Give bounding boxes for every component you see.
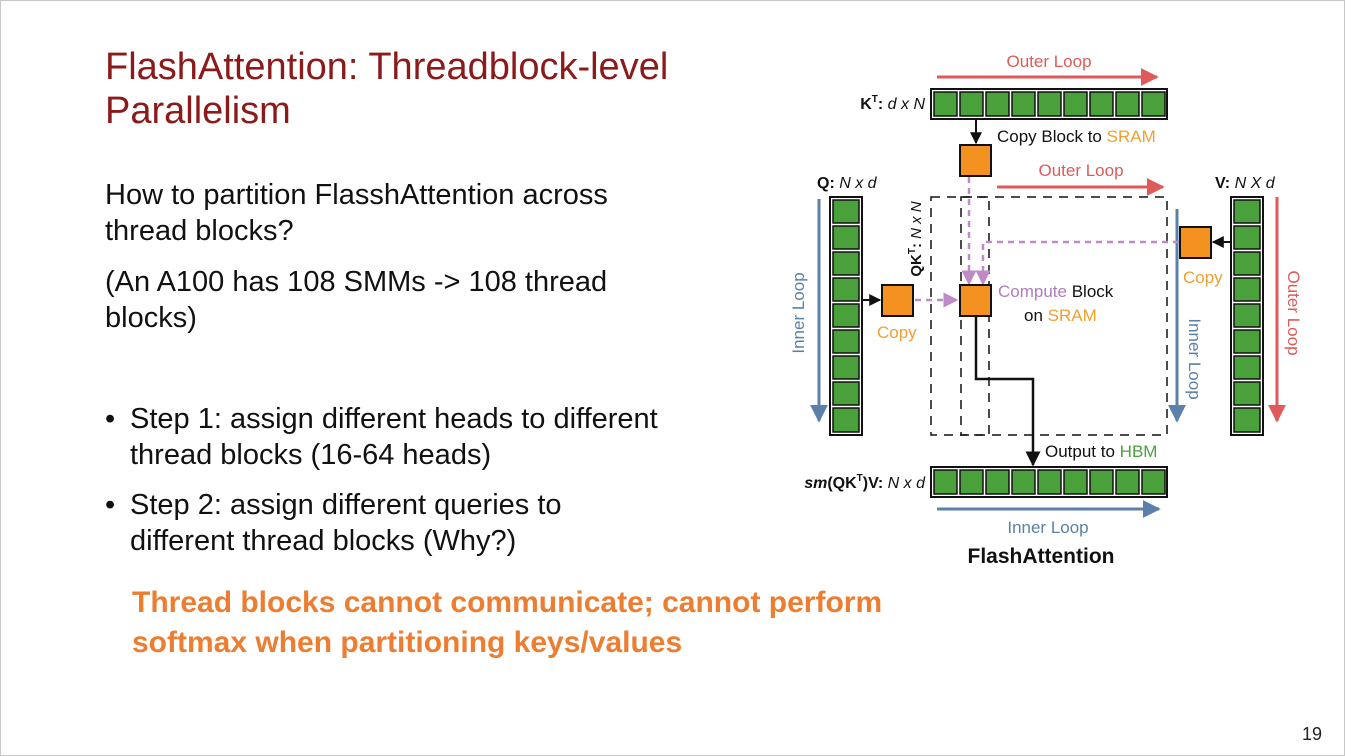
output-to-hbm-label: Output to HBM (1045, 442, 1157, 461)
kt-sram-block (959, 144, 992, 177)
diagram-caption: FlashAttention (968, 545, 1115, 568)
on-sram-label: on SRAM (1024, 306, 1097, 325)
q-label: Q: N x d (817, 175, 878, 192)
v-sram-block (1179, 226, 1212, 259)
output-block-row (930, 466, 1168, 498)
bullet-dot: • (105, 403, 116, 435)
bullet-1-line-2: thread blocks (16-64 heads) (130, 439, 492, 471)
answer-text: Thread blocks cannot communicate; cannot… (132, 583, 1032, 663)
v-block-column (1230, 196, 1264, 436)
question-text: How to partition FlasshAttention across … (105, 177, 765, 249)
bullet-dot: • (105, 489, 116, 521)
inner-loop-left-label: Inner Loop (789, 272, 808, 353)
qkt-label: QKT: N x N (907, 201, 925, 276)
note-text: (An A100 has 108 SMMs -> 108 thread bloc… (105, 264, 765, 336)
answer-line-1: Thread blocks cannot communicate; cannot… (132, 586, 883, 619)
v-label: V: N X d (1215, 175, 1276, 192)
v-to-compute-dashed-arrow (975, 240, 1179, 286)
flashattention-diagram: Outer Loop KT: d x N Copy Block to SRAM … (789, 52, 1303, 568)
bullet-item-step-2: • Step 2: assign different queries to di… (105, 487, 785, 559)
bullet-list: • Step 1: assign different heads to diff… (105, 401, 785, 573)
page-number: 19 (1301, 724, 1322, 744)
title-line-1: FlashAttention: Threadblock-level (105, 46, 669, 88)
question-line-2: thread blocks? (105, 215, 294, 247)
kt-label: KT: d x N (860, 94, 925, 113)
slide-title: FlashAttention: Threadblock-level Parall… (105, 45, 805, 133)
copy-block-label: Copy Block to SRAM (997, 127, 1156, 146)
note-line-2: blocks) (105, 302, 197, 334)
compute-label: Compute Block (998, 282, 1114, 301)
kt-block-row (930, 88, 1168, 120)
q-sram-block (881, 284, 914, 317)
note-line-1: (An A100 has 108 SMMs -> 108 thread (105, 266, 608, 298)
bullet-2-line-2: different thread blocks (Why?) (130, 525, 517, 557)
answer-line-2: softmax when partitioning keys/values (132, 626, 683, 659)
inner-loop-right-label: Inner Loop (1185, 318, 1204, 399)
copy-left-label: Copy (877, 323, 917, 342)
question-line-1: How to partition FlasshAttention across (105, 179, 608, 211)
outer-loop-right-label: Outer Loop (1284, 270, 1303, 355)
q-block-column (829, 196, 863, 436)
outer-loop-top-label: Outer Loop (1006, 52, 1091, 71)
output-to-hbm-arrow (974, 317, 1041, 467)
title-line-2: Parallelism (105, 90, 291, 132)
copy-right-label: Copy (1183, 268, 1223, 287)
bullet-2-line-1: Step 2: assign different queries to (130, 489, 562, 521)
bullet-item-step-1: • Step 1: assign different heads to diff… (105, 401, 785, 473)
qkt-dashed-region (930, 196, 1168, 436)
compute-sram-block (959, 284, 992, 317)
output-label: sm(QKT)V: N x d (804, 473, 926, 492)
inner-loop-bottom-label: Inner Loop (1007, 518, 1088, 537)
bullet-1-line-1: Step 1: assign different heads to differ… (130, 403, 658, 435)
outer-loop-mid-label: Outer Loop (1038, 161, 1123, 180)
